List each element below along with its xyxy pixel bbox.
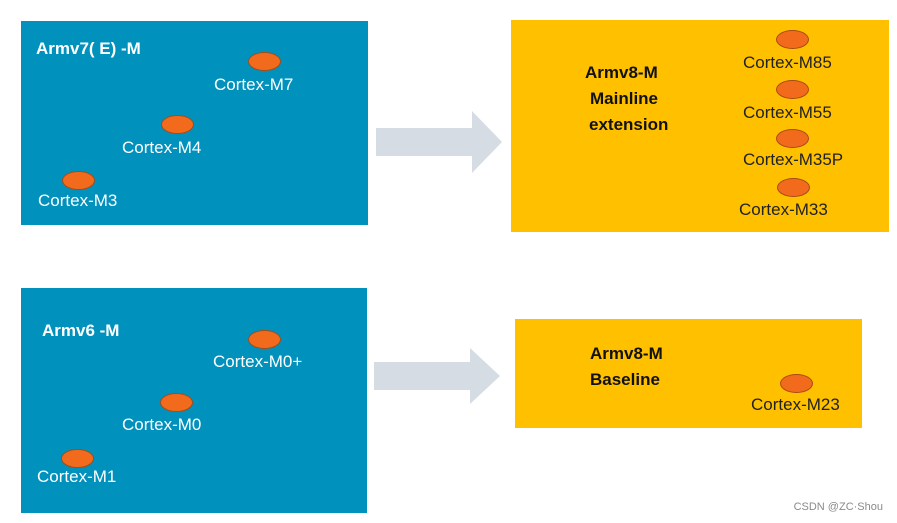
- cortex-m0-label: Cortex-M0: [122, 415, 202, 434]
- cortex-m23-dot: [780, 374, 813, 393]
- cortex-m7-dot: [248, 52, 281, 71]
- cortex-m85-dot: [776, 30, 809, 49]
- cortex-m55-dot: [776, 80, 809, 99]
- cortex-m0plus-label: Cortex-M0+: [213, 352, 303, 371]
- armv7-em-title: Armv7( E) -M: [36, 39, 141, 58]
- armv8-m-mainline-title: Armv8-M Mainline extension: [585, 60, 668, 138]
- cortex-m4-dot: [161, 115, 194, 134]
- cortex-m0-dot: [160, 393, 193, 412]
- cortex-m4-label: Cortex-M4: [122, 138, 202, 157]
- cortex-m35p-dot: [776, 129, 809, 148]
- watermark: CSDN @ZC·Shou: [793, 501, 883, 513]
- cortex-m7-label: Cortex-M7: [214, 75, 294, 94]
- armv6-m-box: Armv6 -M Cortex-M0+ Cortex-M0 Cortex-M1: [21, 288, 367, 513]
- cortex-m1-label: Cortex-M1: [37, 467, 117, 486]
- cortex-m55-label: Cortex-M55: [743, 103, 832, 122]
- title-line: Armv8-M: [590, 344, 663, 363]
- cortex-m33-dot: [777, 178, 810, 197]
- title-line: Baseline: [590, 370, 660, 389]
- armv8-m-baseline-title: Armv8-M Baseline: [590, 341, 663, 393]
- cortex-m33-label: Cortex-M33: [739, 200, 828, 219]
- title-line: extension: [589, 115, 669, 134]
- cortex-m35p-label: Cortex-M35P: [743, 150, 844, 169]
- armv8-m-baseline-box: Armv8-M Baseline Cortex-M23: [515, 319, 862, 428]
- right-arrow-icon: [374, 348, 500, 404]
- title-line: Armv8-M: [585, 63, 658, 82]
- cortex-m3-dot: [62, 171, 95, 190]
- cortex-m1-dot: [61, 449, 94, 468]
- armv6-m-title: Armv6 -M: [42, 321, 120, 340]
- cortex-m0plus-dot: [248, 330, 281, 349]
- right-arrow-icon: [376, 111, 502, 173]
- armv7-em-box: Armv7( E) -M Cortex-M7 Cortex-M4 Cortex-…: [21, 21, 368, 225]
- armv8-m-mainline-box: Armv8-M Mainline extension Cortex-M85 Co…: [511, 20, 889, 232]
- cortex-m85-label: Cortex-M85: [743, 53, 832, 72]
- title-line: Mainline: [590, 89, 659, 108]
- cortex-m23-label: Cortex-M23: [751, 395, 840, 414]
- cortex-m3-label: Cortex-M3: [38, 191, 118, 210]
